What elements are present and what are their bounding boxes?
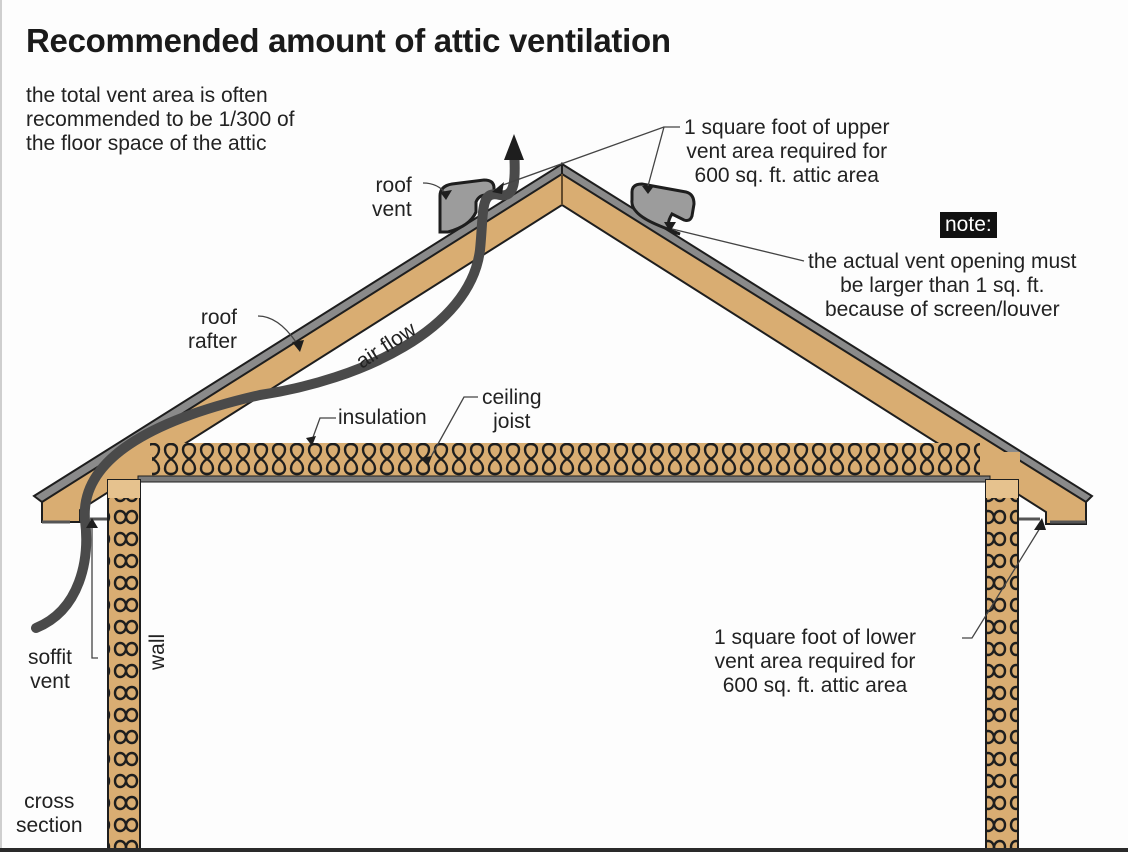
roof-rafter-label: roof rafter	[188, 306, 238, 353]
intro-note-line: recommended to be 1/300 of	[26, 108, 295, 131]
diagram-title: Recommended amount of attic ventilation	[26, 22, 671, 59]
right-roof-rafter	[561, 162, 1094, 525]
soffit-vent-label: soffit vent	[28, 646, 72, 693]
left-wall	[107, 479, 141, 852]
upper-vent-label: 1 square foot of upper vent area require…	[684, 116, 890, 187]
intro-note-line: the floor space of the attic	[26, 132, 267, 155]
insulation-label: insulation	[338, 406, 427, 429]
lower-vent-label: 1 square foot of lower vent area require…	[714, 626, 916, 697]
note-badge: note:	[940, 212, 997, 238]
roof-vent-label: roof vent	[372, 174, 412, 221]
ceiling-joist-label: ceiling joist	[482, 386, 542, 433]
wall-label: wall	[146, 633, 169, 670]
note-text: the actual vent opening must be larger t…	[808, 250, 1077, 321]
right-wall	[985, 479, 1019, 852]
ceiling-insulation	[150, 443, 980, 477]
intro-note-line: the total vent area is often	[26, 84, 268, 107]
right-roof-vent-shape	[630, 182, 696, 236]
air-flow-path	[31, 145, 520, 633]
cross-section-label: cross section	[16, 790, 83, 837]
intro-note: the total vent area is often recommended…	[26, 84, 295, 156]
frame-border-left	[0, 0, 2, 852]
frame-border-bottom	[0, 848, 1128, 852]
